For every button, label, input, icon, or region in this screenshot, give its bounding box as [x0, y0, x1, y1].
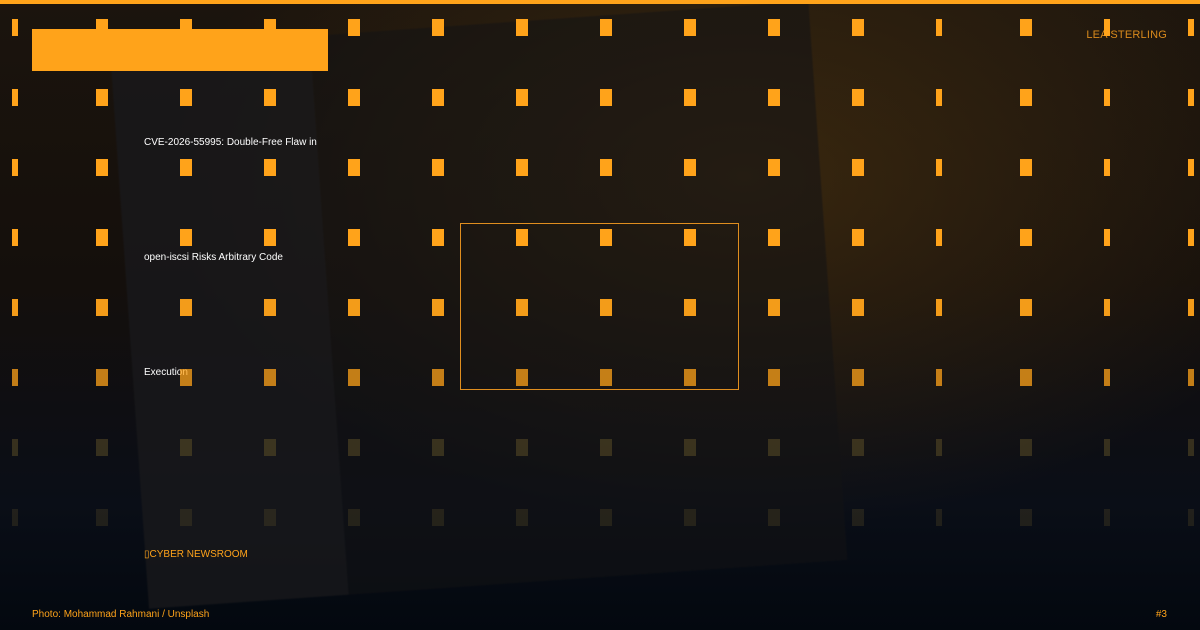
- headline-line-1: CVE-2026-55995: Double-Free Flaw in: [144, 137, 317, 148]
- headline-line-2: open-iscsi Risks Arbitrary Code: [144, 252, 283, 263]
- page-number: #3: [1155, 609, 1167, 620]
- newsroom-icon: ▯: [144, 549, 150, 560]
- title-accent-block: [32, 29, 328, 71]
- headline-line-3: Execution: [144, 367, 188, 378]
- highlight-frame: [460, 223, 739, 390]
- section-label: ▯CYBER NEWSROOM: [144, 549, 248, 560]
- author-name: LEA STERLING: [1086, 29, 1167, 41]
- section-label-text: CYBER NEWSROOM: [149, 549, 248, 560]
- editor-sidebar: [110, 36, 349, 609]
- photo-credit: Photo: Mohammad Rahmani / Unsplash: [32, 609, 210, 620]
- top-accent-bar: [0, 0, 1200, 4]
